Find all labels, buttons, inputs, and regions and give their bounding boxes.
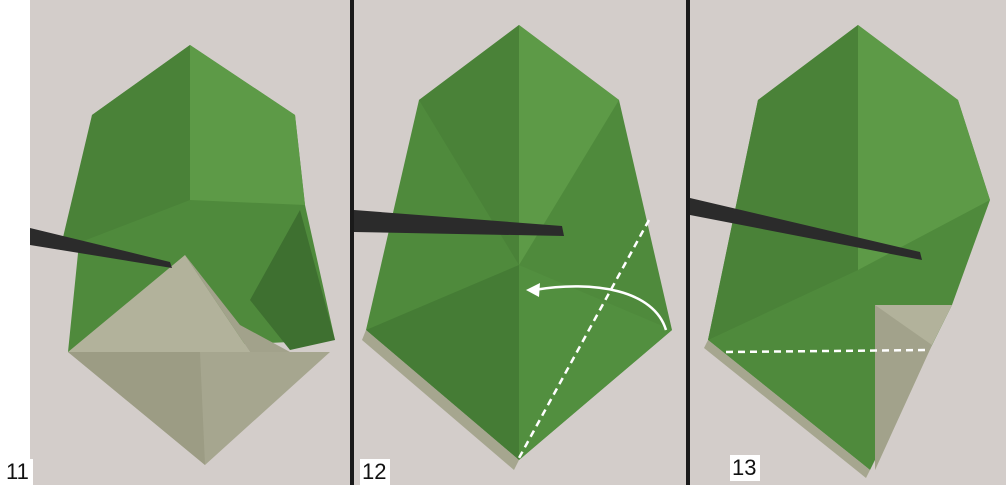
step-11-panel: 11 (0, 0, 350, 485)
step-number-13: 13 (730, 455, 760, 481)
step-number-11: 11 (4, 459, 33, 485)
step-13-panel: 13 (690, 0, 1006, 485)
step-12-panel: 12 (354, 0, 686, 485)
step-13-photo (690, 0, 1006, 485)
step-12-photo (354, 0, 686, 485)
step-11-photo (0, 0, 350, 485)
step-number-12: 12 (360, 459, 390, 485)
